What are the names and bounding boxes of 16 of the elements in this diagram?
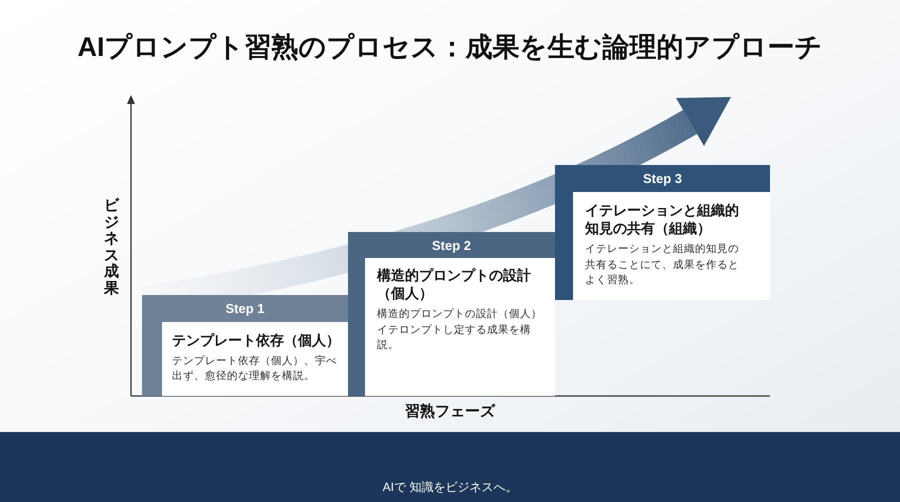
- step-label: Step 3: [642, 172, 682, 185]
- step-title: イテレーションと組織的知見の共有（組織）: [585, 201, 740, 238]
- step-title: テンプレート依存（個人）: [172, 331, 341, 350]
- step-title: 構造的プロンプトの設計（個人）: [377, 266, 532, 302]
- step-description: テンプレート依存（個人）、宇べ出ず、愈径的な理解を構説。: [172, 354, 338, 384]
- y-axis-label: ビジネス成果: [104, 198, 119, 297]
- step-label: Step 1: [225, 302, 264, 315]
- step-block: [348, 232, 555, 396]
- tagline: AIで 知識をビジネスへ。: [382, 479, 518, 495]
- step-description: イテレーションと組織的知見の共有ることにて、成果を作るとよく習熟。: [585, 242, 740, 288]
- step-label: Step 2: [432, 238, 471, 252]
- step-description: 構造的プロンプトの設計（個人）イテロンプトし定する成果を構説。: [377, 307, 543, 353]
- title: AIプロンプト習熟のプロセス：成果を生む論理的アプローチ: [78, 31, 822, 64]
- step-block: [555, 165, 770, 300]
- step-block: [142, 295, 348, 396]
- x-axis-label: 習熟フェーズ: [405, 402, 495, 422]
